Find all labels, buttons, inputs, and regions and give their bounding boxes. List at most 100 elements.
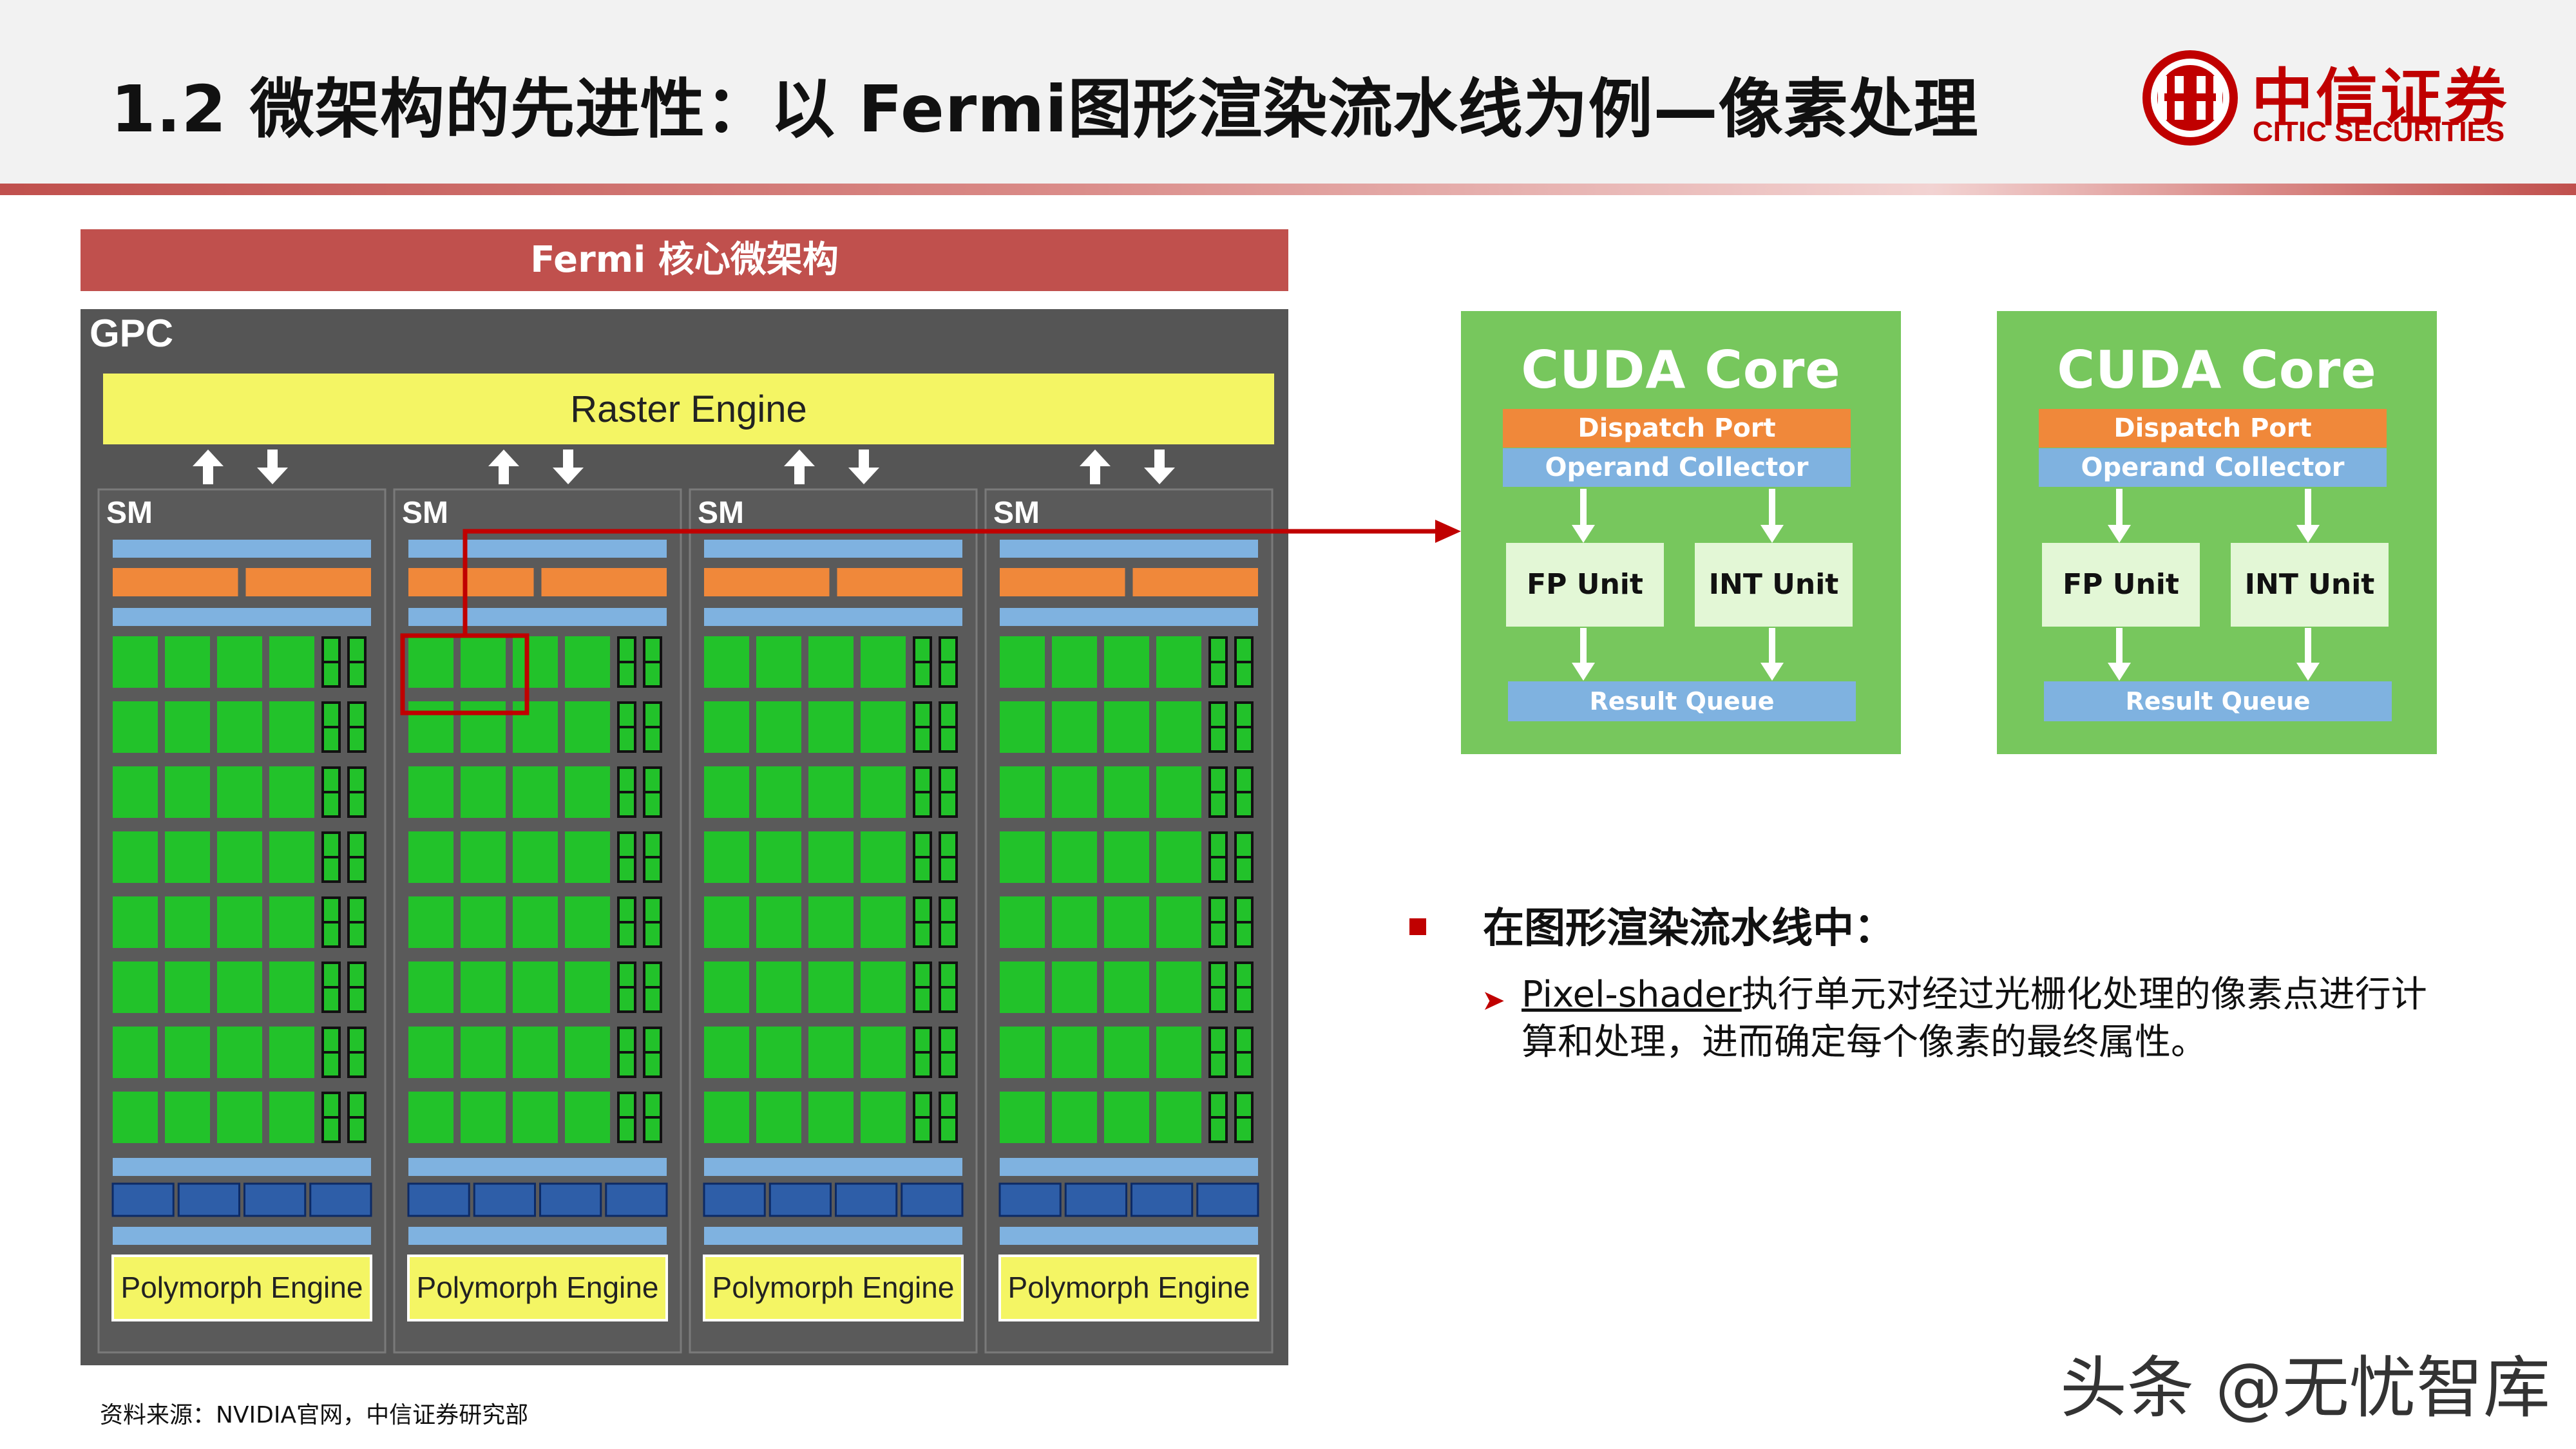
ldst-cell [645, 704, 660, 726]
ldst-cell [620, 989, 634, 1010]
cuda-core-cell [408, 1092, 453, 1143]
cuda-core-cell [113, 1027, 158, 1078]
instruction-cache [1000, 540, 1258, 558]
warp-scheduler [245, 568, 371, 596]
ldst-cell [1211, 704, 1225, 726]
cuda-core-cell [1156, 896, 1201, 948]
ldst-cell [1237, 639, 1251, 661]
cuda-core-cell [408, 896, 453, 948]
logo-text-en: CITIC SECURITIES [2253, 116, 2505, 147]
pixel-shader-link[interactable]: Pixel-shader [1522, 974, 1742, 1016]
ldst-cell [645, 1094, 660, 1116]
cuda-core-cell [461, 896, 506, 948]
cuda-core-cell [1000, 1092, 1045, 1143]
cuda-core-cell [113, 896, 158, 948]
ldst-cell [620, 834, 634, 856]
ldst-cell [645, 728, 660, 750]
ldst-cell [350, 858, 364, 880]
ldst-cell [350, 989, 364, 1010]
cuda-core-cell [808, 701, 854, 753]
operand-collector: Operand Collector [2039, 448, 2387, 487]
cuda-core-cell [408, 766, 453, 818]
cuda-core-cell [269, 766, 314, 818]
ldst-cell [1211, 1029, 1225, 1051]
cuda-core-cell [808, 766, 854, 818]
interconnect [113, 1158, 371, 1176]
cuda-core-cell [513, 1027, 558, 1078]
ldst-cell [324, 1094, 338, 1116]
cuda-core-cell [1052, 831, 1097, 883]
ldst-cell [1237, 793, 1251, 815]
ldst-cell [1237, 899, 1251, 921]
ldst-cell [324, 989, 338, 1010]
ldst-cell [350, 728, 364, 750]
gpc-label: GPC [90, 312, 173, 355]
cuda-core-cell [461, 636, 506, 688]
logo-text-cn: 中信证券 [2251, 61, 2509, 134]
ldst-cell [620, 1054, 634, 1075]
dispatch-port: Dispatch Port [2039, 409, 2387, 448]
cuda-core-cell [165, 636, 210, 688]
source-note: 资料来源：NVIDIA官网，中信证券研究部 [100, 1402, 529, 1428]
ldst-cell [915, 899, 930, 921]
ldst-cell [620, 899, 634, 921]
ldst-cell [350, 704, 364, 726]
cuda-core-cell [217, 1092, 262, 1143]
ldst-cell [1237, 1094, 1251, 1116]
ldst-cell [1237, 923, 1251, 945]
ldst-cell [915, 858, 930, 880]
cuda-core-cell [565, 961, 610, 1013]
ldst-cell [350, 964, 364, 986]
ldst-cell [1211, 793, 1225, 815]
cuda-core-cell [408, 961, 453, 1013]
ldst-cell [620, 1119, 634, 1141]
ldst-cell [324, 858, 338, 880]
cuda-core-cell [704, 1027, 749, 1078]
ldst-cell [941, 639, 955, 661]
cuda-core-cell [165, 766, 210, 818]
cuda-core-cell [1156, 1092, 1201, 1143]
cuda-core-cell [1052, 961, 1097, 1013]
ldst-cell [620, 964, 634, 986]
cuda-core-cell [461, 961, 506, 1013]
cuda-core-cell [756, 766, 801, 818]
polymorph-engine-box [407, 1255, 668, 1321]
warp-scheduler [541, 568, 667, 596]
cuda-core-cell [513, 701, 558, 753]
ldst-cell [915, 769, 930, 791]
cuda-core-cell [113, 636, 158, 688]
instruction-cache [704, 540, 962, 558]
cuda-core-cell [1000, 961, 1045, 1013]
result-queue: Result Queue [1508, 681, 1856, 721]
sub-bullet-text: Pixel-shader执行单元对经过光栅化处理的像素点进行计算和处理，进而确定… [1522, 971, 2456, 1066]
cuda-core-cell [513, 896, 558, 948]
ldst-cell [620, 769, 634, 791]
cuda-core-cell [269, 701, 314, 753]
texture-unit [111, 1182, 175, 1217]
cuda-core-cell [165, 961, 210, 1013]
ldst-cell [1237, 663, 1251, 685]
down-arrow-icon [2296, 489, 2320, 543]
cuda-core-cell [1104, 961, 1149, 1013]
ldst-cell [1237, 769, 1251, 791]
cuda-core-cell [1156, 831, 1201, 883]
ldst-cell [324, 964, 338, 986]
cuda-core-cell [1156, 961, 1201, 1013]
cuda-core-cell [217, 701, 262, 753]
cuda-core-cell [861, 1092, 906, 1143]
cuda-core-cell [217, 831, 262, 883]
cuda-core-cell [1104, 701, 1149, 753]
cuda-core-cell [269, 1092, 314, 1143]
ldst-cell [324, 923, 338, 945]
cuda-core-cell [408, 636, 453, 688]
texture-unit [998, 1182, 1062, 1217]
ldst-cell [645, 1029, 660, 1051]
instruction-cache [408, 540, 667, 558]
ldst-cell [1237, 1029, 1251, 1051]
down-arrow-icon [257, 450, 288, 484]
up-arrow-icon [784, 450, 815, 484]
ldst-cell [350, 1054, 364, 1075]
